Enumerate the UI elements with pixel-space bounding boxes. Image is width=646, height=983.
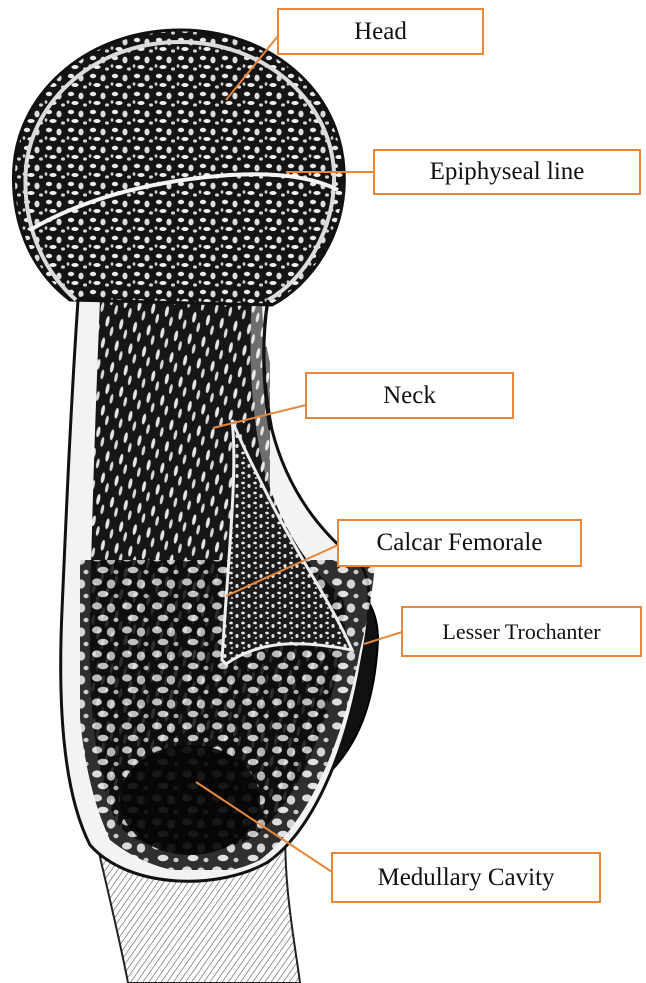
label-lesser-trochanter: Lesser Trochanter xyxy=(401,606,642,657)
label-head: Head xyxy=(277,8,484,55)
head-shape xyxy=(13,30,344,305)
label-head-text: Head xyxy=(354,18,407,46)
label-neck-text: Neck xyxy=(383,382,436,410)
medullary-cavity-region xyxy=(120,745,260,855)
label-epiphyseal-line-text: Epiphyseal line xyxy=(430,158,585,186)
label-calcar-femorale: Calcar Femorale xyxy=(337,519,582,567)
label-lesser-trochanter-text: Lesser Trochanter xyxy=(442,619,600,645)
label-calcar-femorale-text: Calcar Femorale xyxy=(377,529,543,557)
label-medullary-cavity: Medullary Cavity xyxy=(331,852,601,903)
label-medullary-cavity-text: Medullary Cavity xyxy=(377,864,554,892)
label-neck: Neck xyxy=(305,372,514,419)
label-epiphyseal-line: Epiphyseal line xyxy=(373,149,641,195)
